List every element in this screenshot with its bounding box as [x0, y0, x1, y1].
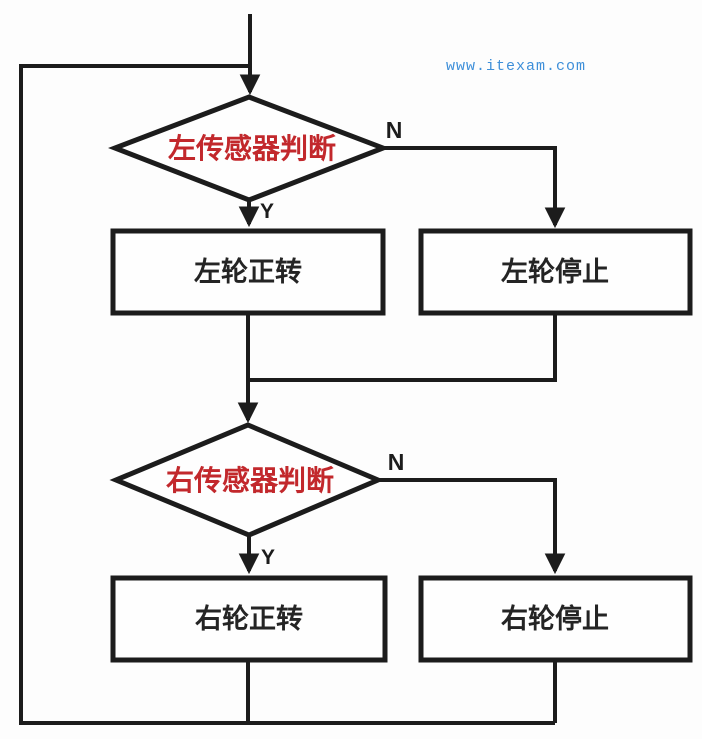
edge-no-1 — [383, 146, 566, 229]
branch-label-yes-1: Y — [260, 200, 274, 223]
process-left-wheel-forward — [110, 228, 386, 316]
branch-label-yes-2: Y — [261, 546, 275, 569]
process-right-wheel-forward-label: 右轮正转 — [195, 604, 303, 634]
watermark-text: www.itexam.com — [446, 58, 586, 75]
decision-right-sensor-label: 右传感器判断 — [166, 464, 334, 496]
branch-label-no-2: N — [388, 449, 405, 475]
decision-left-sensor-label: 左传感器判断 — [168, 132, 336, 164]
process-right-wheel-stop-label: 右轮停止 — [501, 603, 609, 634]
edge-loop-return — [19, 64, 555, 725]
process-left-wheel-forward-label: 左轮正转 — [194, 257, 302, 287]
branch-label-no-1: N — [386, 117, 403, 143]
process-left-wheel-stop-label: 左轮停止 — [501, 256, 609, 287]
edge-no-2 — [378, 478, 566, 575]
edge-merge-1 — [248, 313, 557, 382]
